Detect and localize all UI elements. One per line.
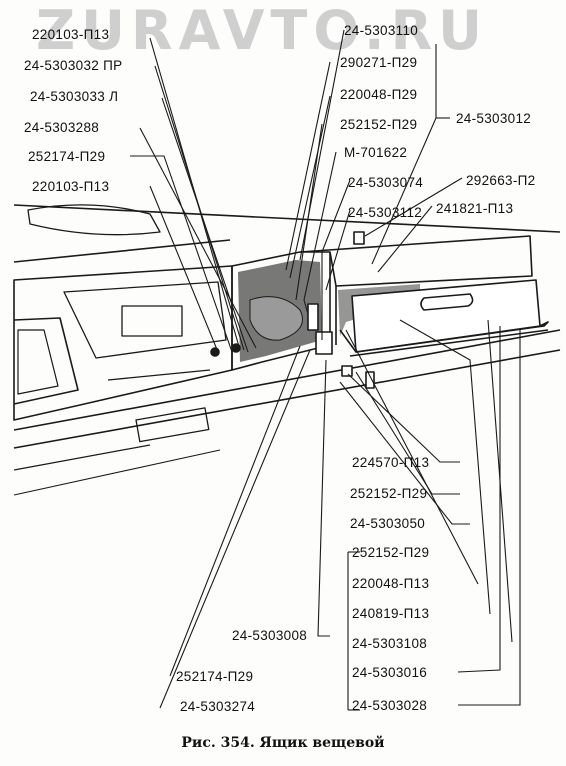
- defroster-vent: [27, 204, 161, 236]
- latch-striker: [353, 231, 365, 245]
- part-label: 240819-П13: [352, 606, 430, 621]
- part-label: 24-5303112: [348, 205, 423, 220]
- part-label: 252152-П29: [352, 545, 430, 560]
- screw-2: [231, 343, 241, 353]
- part-label: 241821-П13: [436, 201, 514, 216]
- lower-trim-line-2: [13, 349, 561, 449]
- dashboard-panel: [13, 265, 233, 421]
- part-label: 24-5303274: [180, 699, 256, 714]
- part-label: 24-5303050: [350, 516, 426, 531]
- part-label: 24-5303032 ПР: [24, 58, 123, 73]
- part-label: 24-5303110: [344, 23, 419, 38]
- dash-center-panel: [63, 281, 227, 359]
- instrument-cluster: [13, 317, 79, 405]
- windshield-edge: [13, 204, 561, 233]
- part-label: 252174-П29: [28, 149, 106, 164]
- part-label: 24-5303012: [456, 111, 532, 126]
- part-label: 220103-П13: [32, 179, 110, 194]
- figure-caption: Рис. 354. Ящик вещевой: [181, 735, 385, 751]
- lower-panel-slot: [135, 407, 210, 443]
- hinge-plate: [315, 331, 333, 355]
- lid-handle: [420, 293, 474, 311]
- dash-recess: [121, 305, 183, 337]
- part-label: 292663-П2: [466, 173, 536, 188]
- latch-bolt: [365, 371, 375, 389]
- part-label: 24-5303288: [24, 120, 100, 135]
- part-label: 24-5303074: [348, 175, 424, 190]
- part-label: 24-5303016: [352, 665, 428, 680]
- part-label: 220048-П13: [352, 576, 430, 591]
- part-label: 220103-П13: [32, 27, 110, 42]
- part-label: 24-5303033 Л: [30, 89, 119, 104]
- box-housing-top: [299, 235, 533, 287]
- watermark: ZURAVTO.RU: [36, 0, 489, 62]
- dashboard-top-line: [13, 239, 231, 263]
- part-label: 220048-П29: [340, 87, 418, 102]
- part-label: 252152-П29: [350, 486, 428, 501]
- latch-pin: [341, 365, 353, 377]
- hinge-bracket: [307, 303, 319, 331]
- part-label: 252152-П29: [340, 117, 418, 132]
- part-label: 252174-П29: [176, 669, 254, 684]
- part-label: 24-5303008: [232, 628, 308, 643]
- part-label: 290271-П29: [340, 55, 418, 70]
- part-label: 24-5303028: [352, 698, 428, 713]
- part-label: М-701622: [344, 145, 408, 160]
- part-label: 24-5303108: [352, 636, 428, 651]
- part-label: 224570-П13: [352, 455, 430, 470]
